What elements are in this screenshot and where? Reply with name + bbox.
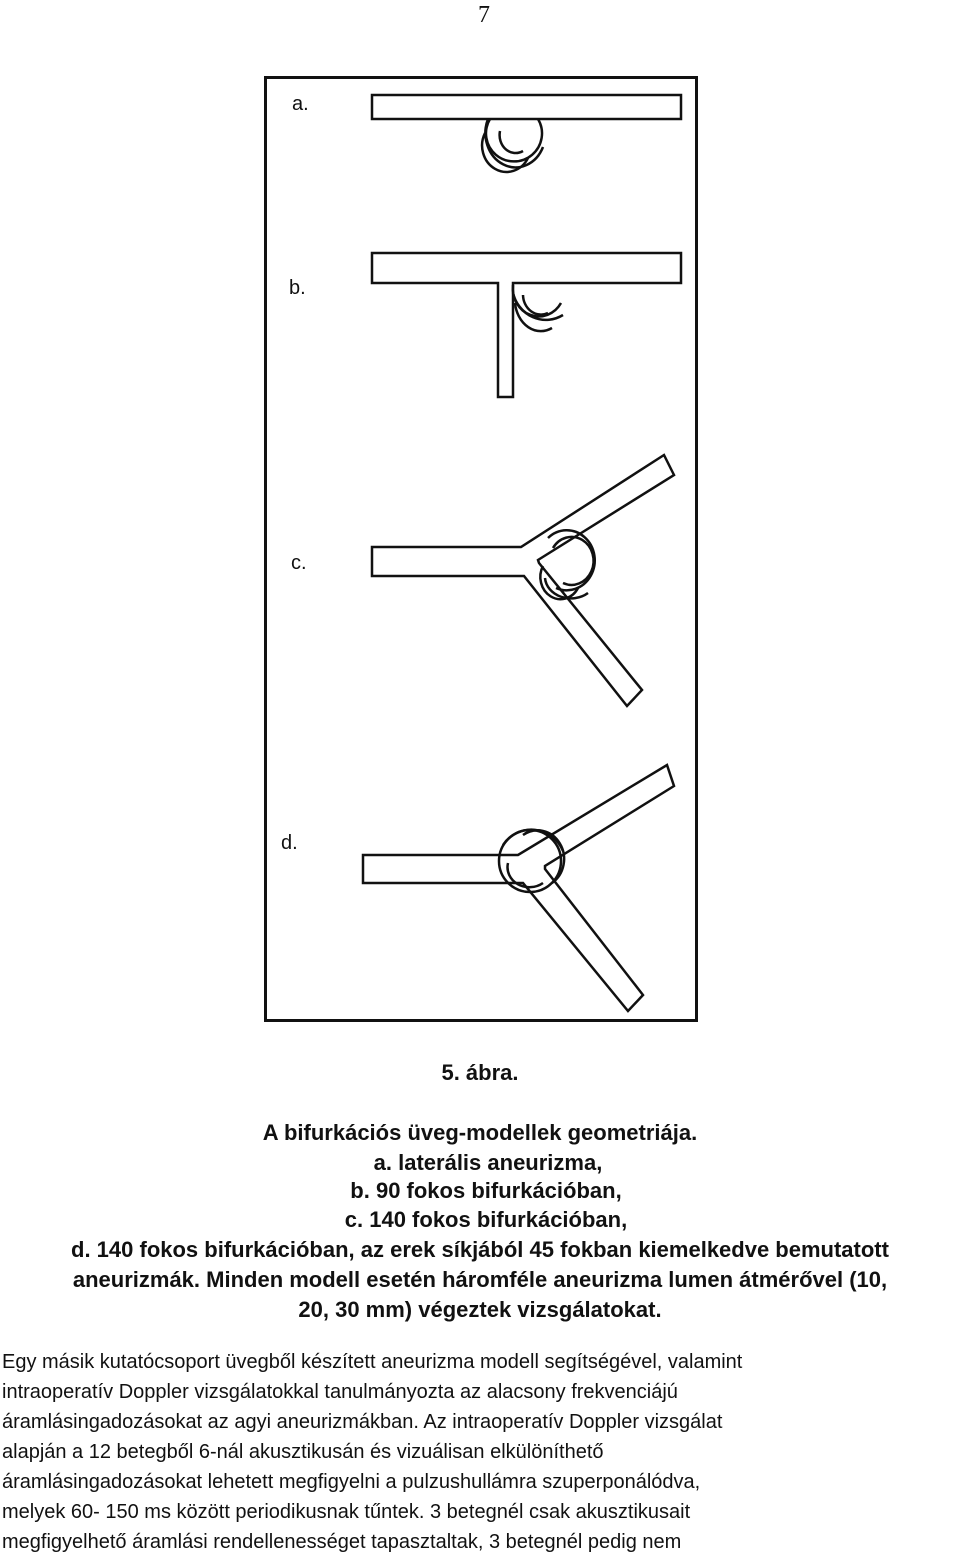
body-line: megfigyelhető áramlási rendellenességet … xyxy=(2,1531,682,1553)
page-number: 7 xyxy=(478,2,490,28)
panel-label-b: b. xyxy=(289,277,306,299)
diagram-d-140-degree-bifurcation-elevated xyxy=(361,763,676,1013)
body-line: áramlásingadozásokat az agyi aneurizmákb… xyxy=(2,1411,723,1433)
caption-item-d-line-2: aneurizmák. Minden modell esetén háromfé… xyxy=(72,1267,888,1292)
body-line: alapján a 12 betegből 6-nál akusztikusán… xyxy=(2,1441,604,1463)
body-line: melyek 60- 150 ms között periodikusnak t… xyxy=(2,1501,691,1523)
diagram-b-90-degree-bifurcation xyxy=(370,251,683,399)
body-line: intraoperatív Doppler vizsgálatokkal tan… xyxy=(2,1381,678,1403)
panel-label-c: c. xyxy=(291,552,307,574)
bifurcation-diagrams xyxy=(361,93,683,1013)
caption-item-d-line-1: d. 140 fokos bifurkációban, az erek síkj… xyxy=(71,1237,889,1262)
panel-label-d: d. xyxy=(281,832,298,854)
diagram-a-lateral-aneurysm xyxy=(370,93,683,174)
figure-caption-title: A bifurkációs üveg-modellek geometriája. xyxy=(262,1120,698,1145)
caption-item-a: a. laterális aneurizma, xyxy=(373,1150,603,1175)
diagram-c-140-degree-bifurcation xyxy=(370,453,676,708)
body-line: Egy másik kutatócsoport üvegből készítet… xyxy=(2,1351,743,1373)
caption-item-d-line-3: 20, 30 mm) végeztek vizsgálatokat. xyxy=(298,1297,662,1322)
figure-frame: a. b. c. d. xyxy=(264,76,698,1022)
caption-item-c: c. 140 fokos bifurkációban, xyxy=(344,1207,628,1232)
body-paragraph: Egy másik kutatócsoport üvegből készítet… xyxy=(2,1347,952,1557)
panel-label-a: a. xyxy=(292,93,309,115)
caption-item-b: b. 90 fokos bifurkációban, xyxy=(350,1178,622,1203)
body-line: áramlásingadozásokat lehetett megfigyeln… xyxy=(2,1471,701,1493)
caption-item-d: d. 140 fokos bifurkációban, az erek síkj… xyxy=(0,1235,960,1325)
figure-number: 5. ábra. xyxy=(441,1060,519,1085)
